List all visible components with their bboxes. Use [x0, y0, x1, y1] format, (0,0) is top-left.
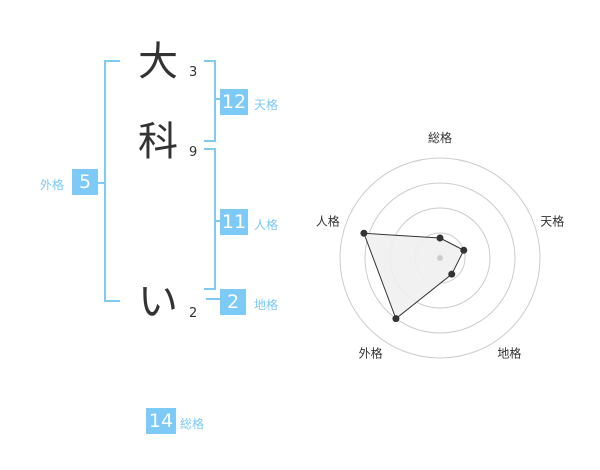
radar-axis-label-4: 人格 [316, 214, 340, 229]
radar-point-1 [460, 246, 468, 254]
radar-area [363, 232, 465, 320]
tenkaku-bracket [204, 60, 216, 142]
gaikaku-bracket [104, 60, 120, 302]
radar-axis-label-2: 地格 [497, 345, 521, 360]
gaikaku-value: 5 [72, 169, 98, 195]
stroke-count-3: 2 [189, 306, 198, 321]
stroke-count-2: 9 [189, 145, 198, 160]
tenkaku-connector [214, 98, 220, 100]
radar-center-dot [437, 255, 443, 261]
radar-point-2 [448, 270, 456, 278]
name-char-3: い [138, 279, 178, 325]
chikaku-connector [206, 298, 220, 300]
jinkaku-label: 人格 [254, 218, 279, 232]
radar-point-4 [360, 229, 368, 237]
chikaku-label: 地格 [254, 298, 279, 312]
name-char-1: 大 [138, 39, 178, 85]
jinkaku-bracket [204, 148, 216, 290]
gaikaku-label: 外格 [40, 178, 65, 192]
radar-point-0 [436, 234, 444, 242]
stroke-count-1: 3 [189, 65, 198, 80]
radar-points [360, 229, 468, 323]
soukaku-label: 総格 [180, 417, 205, 431]
radar-ring [364, 182, 516, 334]
name-char-2: 科 [138, 119, 178, 165]
soukaku-value: 14 [146, 408, 176, 434]
radar-point-3 [392, 315, 400, 323]
jinkaku-connector [214, 220, 220, 222]
tenkaku-label: 天格 [254, 98, 279, 112]
radar-axis-label-3: 外格 [359, 345, 383, 360]
tenkaku-value: 12 [220, 89, 248, 115]
chikaku-value: 2 [220, 289, 246, 315]
gaikaku-connector [96, 182, 104, 184]
radar-axis-label-0: 総格 [428, 130, 452, 145]
jinkaku-value: 11 [220, 209, 248, 235]
radar-ring [339, 157, 541, 359]
radar-axis-label-1: 天格 [540, 214, 564, 229]
